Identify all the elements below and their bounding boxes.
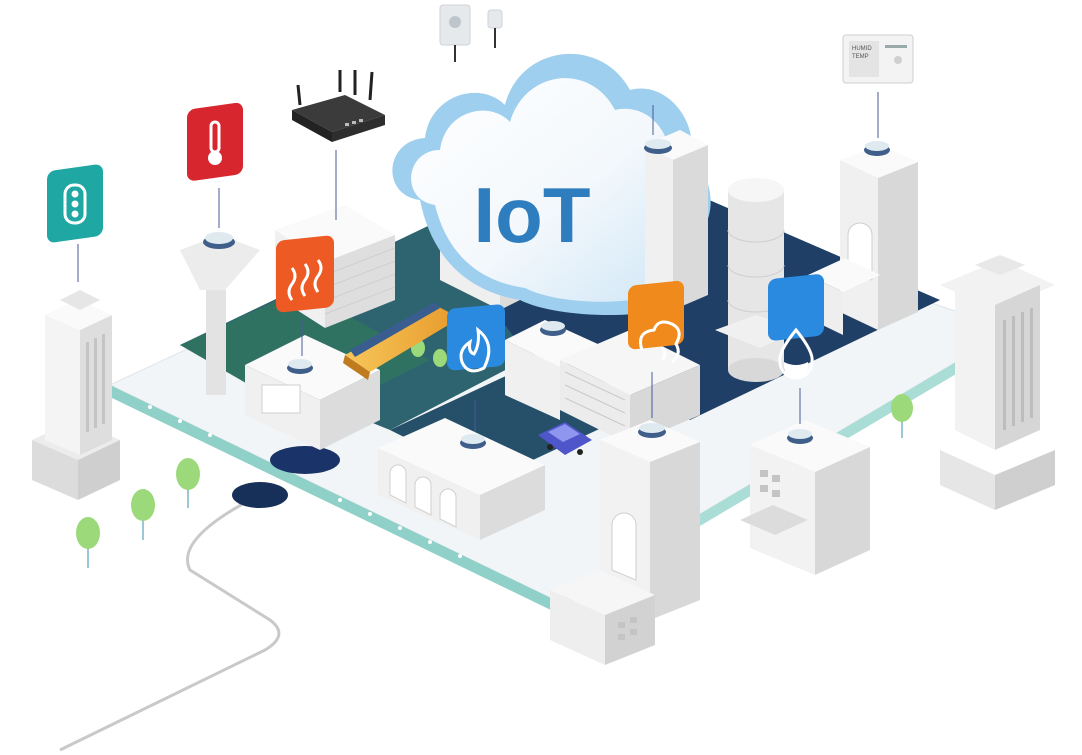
traffic-light-icon xyxy=(47,164,103,243)
trees xyxy=(76,339,913,568)
gateway-hub xyxy=(232,446,340,508)
sensor-panel: HUMID TEMP xyxy=(842,34,914,84)
top-sensors xyxy=(439,4,503,62)
sensor-text-humid: HUMID xyxy=(852,46,872,52)
cable xyxy=(59,498,281,752)
arcade-building xyxy=(378,400,545,540)
far-right-tower xyxy=(940,255,1055,510)
watch-tower xyxy=(180,188,260,395)
car xyxy=(538,422,592,455)
house-left xyxy=(245,320,380,450)
gas-icon xyxy=(628,280,684,364)
center-building xyxy=(505,320,700,445)
iot-cloud: IoT xyxy=(392,53,711,316)
heat-icon xyxy=(276,235,334,313)
router-device xyxy=(292,70,385,142)
water-drop-icon xyxy=(768,274,824,380)
thermometer-icon xyxy=(187,102,243,181)
left-tower xyxy=(32,244,120,500)
front-tower xyxy=(550,372,700,665)
flame-icon xyxy=(447,304,505,373)
right-arch-tower xyxy=(808,92,918,335)
tower-mid xyxy=(644,105,708,310)
cloud-label: IoT xyxy=(474,171,591,259)
train xyxy=(343,302,460,380)
sensor-text-temp: TEMP xyxy=(852,54,869,60)
front-right-building xyxy=(740,388,870,575)
